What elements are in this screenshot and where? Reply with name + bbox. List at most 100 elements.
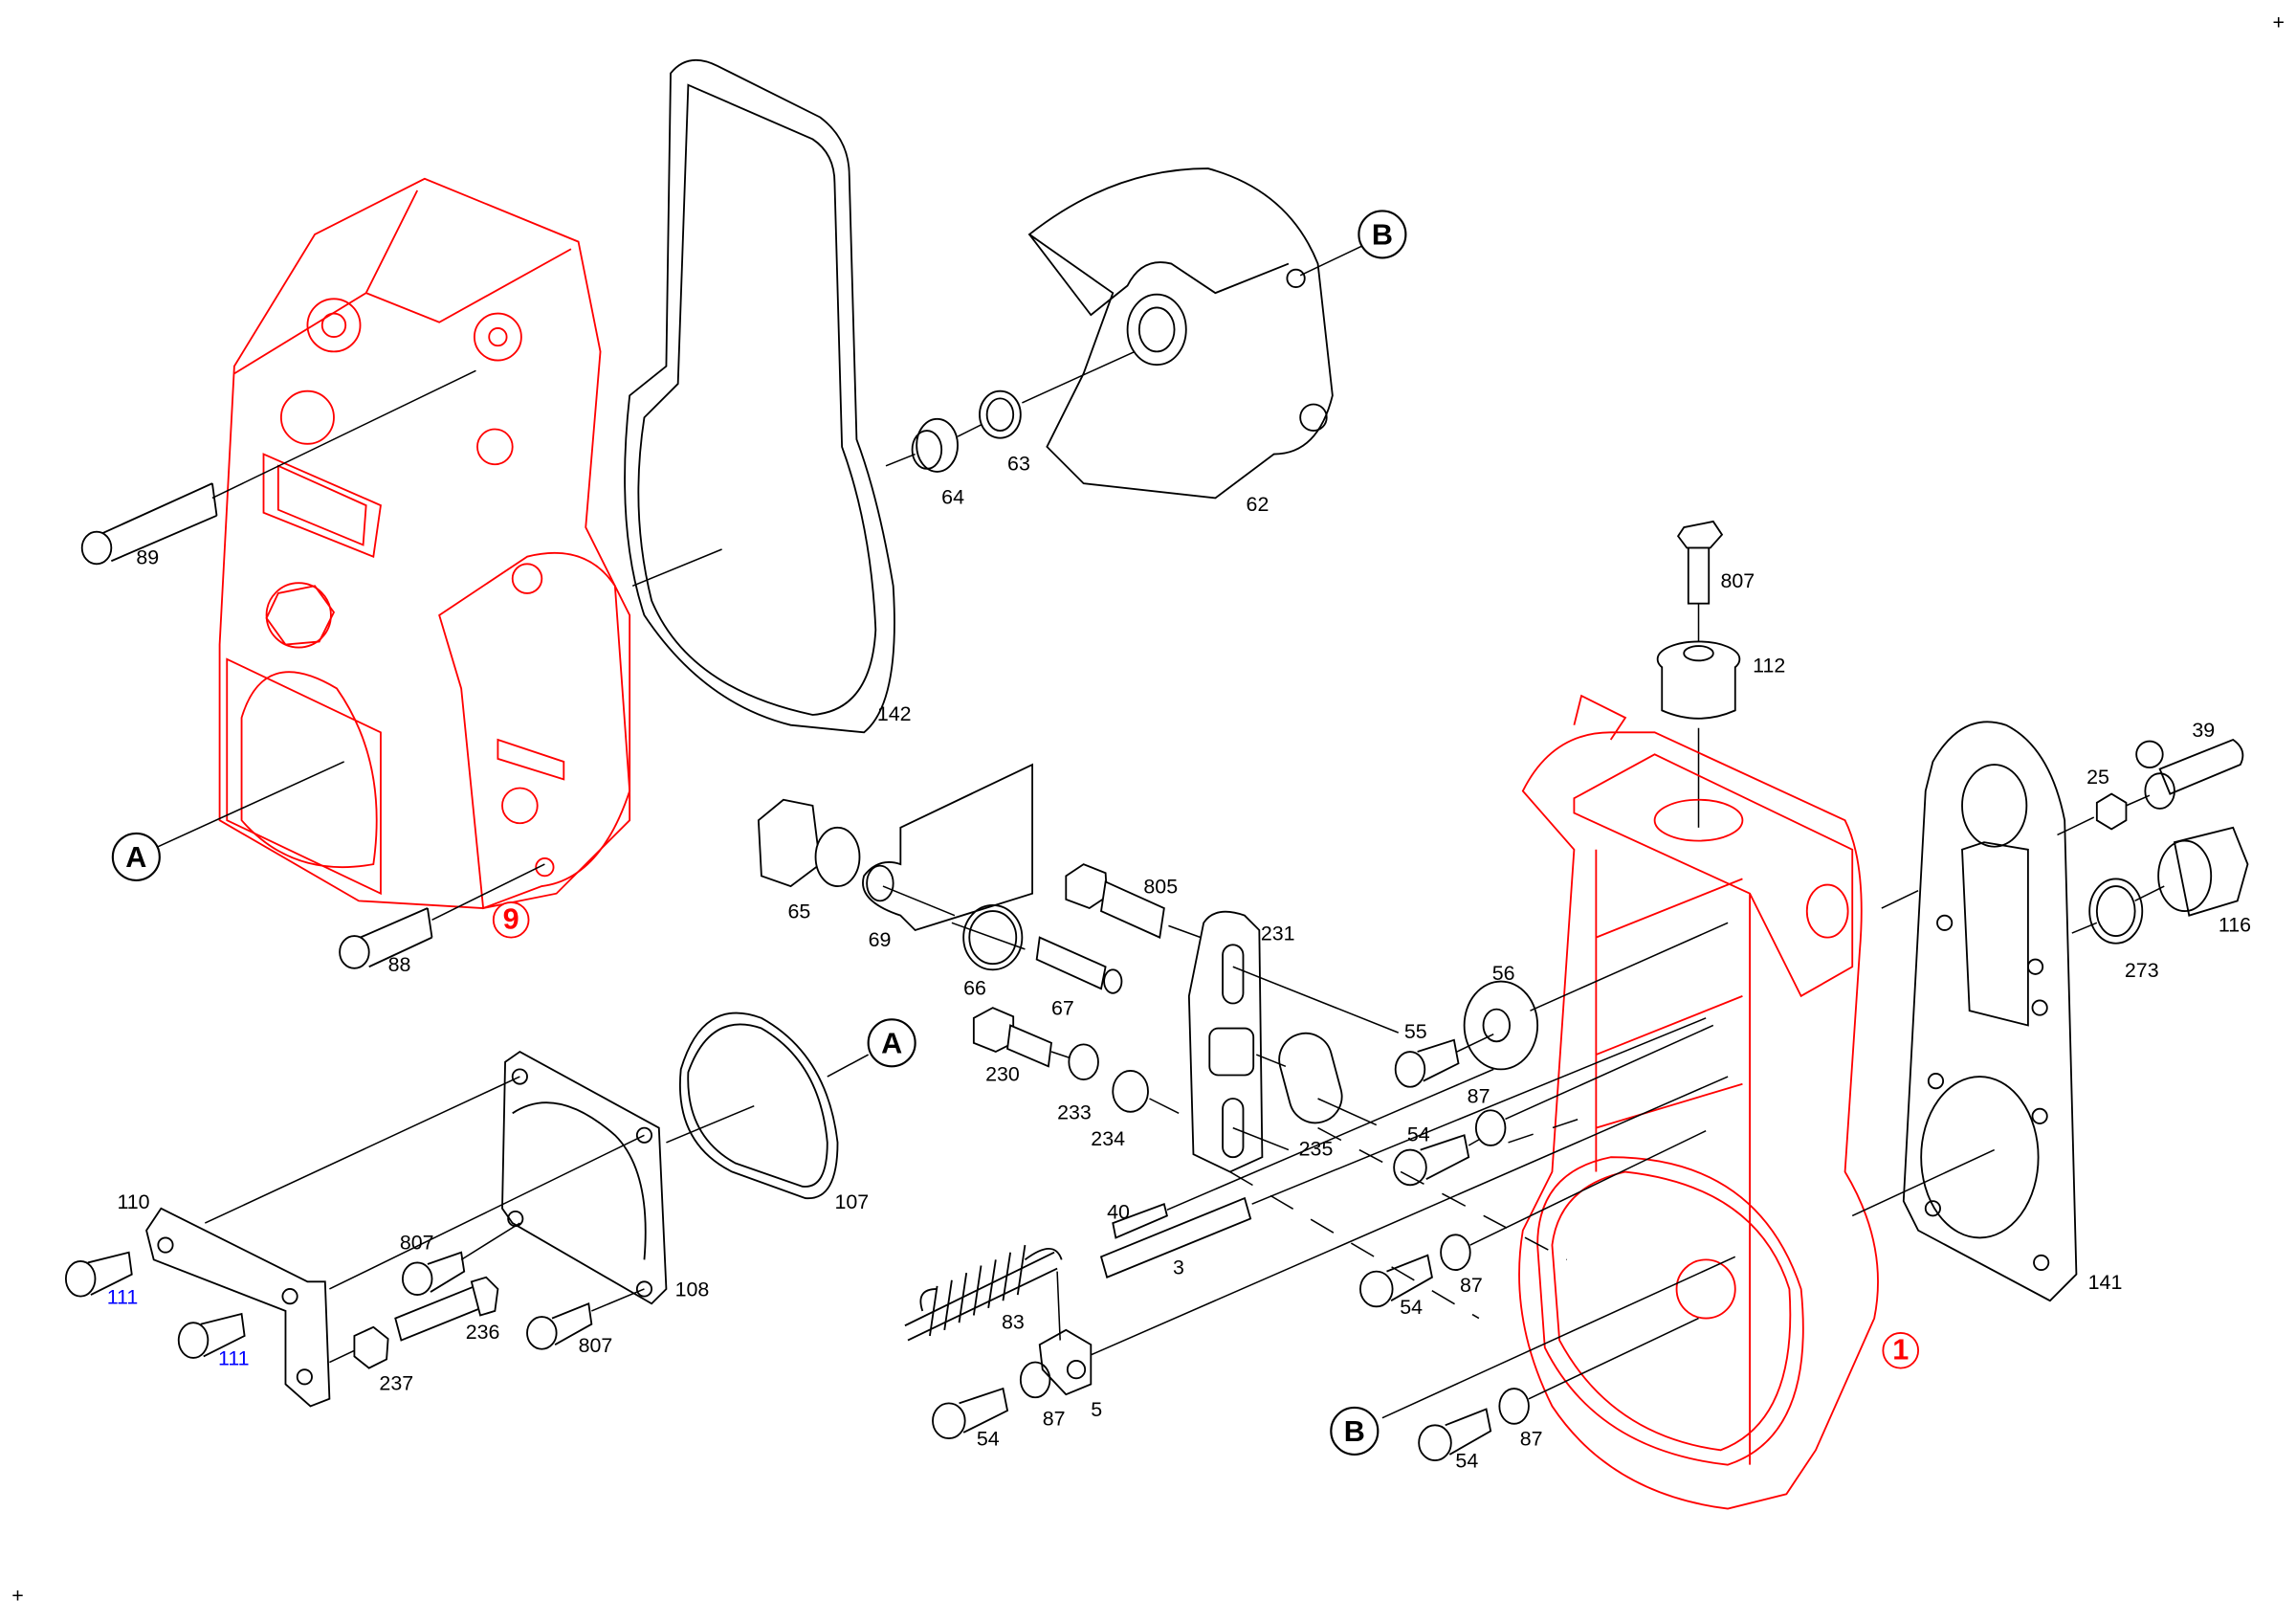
washer-87-a[interactable] (1474, 1109, 1507, 1146)
pump-housing-right[interactable] (1518, 694, 1879, 1510)
washer-87-d[interactable] (1498, 1388, 1530, 1425)
assembly-marker-9: 9 (492, 900, 530, 939)
screw-807-c[interactable] (526, 1301, 593, 1350)
corner-mark: + (11, 1585, 24, 1608)
callout-labels: 89 88 142 64 63 62 807 112 39 25 116 273… (107, 452, 2251, 1472)
banjo-39[interactable] (2135, 738, 2244, 810)
assembly-marker-1: 1 (1882, 1331, 1920, 1369)
gasket-141[interactable] (1902, 721, 2078, 1302)
svg-text:9: 9 (503, 902, 519, 935)
governor-housing-left[interactable] (218, 177, 631, 910)
stud-3[interactable] (1099, 1196, 1252, 1278)
callout: 116 (2219, 914, 2251, 937)
corner-mark: + (2273, 11, 2285, 34)
plug-65[interactable] (757, 798, 861, 888)
screw-111-a[interactable] (64, 1251, 133, 1298)
ring-66[interactable] (962, 904, 1024, 971)
callout: 107 (834, 1190, 869, 1213)
ring-63[interactable] (979, 389, 1022, 439)
callout: 89 (136, 545, 159, 568)
callout: 807 (400, 1232, 434, 1255)
washer-233[interactable] (1068, 1043, 1099, 1081)
callout-highlighted: 111 (218, 1347, 250, 1370)
screw-111-b[interactable] (177, 1312, 246, 1359)
callout: 235 (1299, 1138, 1334, 1161)
callout: 87 (1520, 1428, 1543, 1451)
pin-67[interactable] (1035, 936, 1123, 994)
ref-marker-a-right: A (867, 1018, 916, 1068)
screw-55[interactable] (1394, 1038, 1460, 1088)
seal-235[interactable] (1273, 1028, 1348, 1129)
ref-marker-a-left: A (111, 832, 161, 882)
screw-54-b[interactable] (932, 1387, 1009, 1440)
washer-56[interactable] (1463, 980, 1539, 1071)
callout: 273 (2125, 959, 2159, 982)
svg-text:A: A (125, 841, 146, 874)
callout: 55 (1404, 1020, 1427, 1043)
cover-108[interactable] (501, 1050, 668, 1305)
screw-807-b[interactable] (402, 1251, 466, 1297)
callout: 87 (1468, 1085, 1490, 1108)
callout: 3 (1173, 1256, 1184, 1279)
callout: 69 (869, 928, 892, 951)
callout: 62 (1247, 493, 1269, 516)
plate-69[interactable] (862, 763, 1033, 932)
bolt-89[interactable] (80, 369, 476, 566)
screw-54-d[interactable] (1418, 1408, 1492, 1461)
callout: 141 (2088, 1271, 2123, 1294)
svg-text:A: A (881, 1028, 902, 1060)
lever-bracket-62[interactable] (1027, 167, 1334, 500)
ref-marker-b-bottom: B (1330, 1406, 1380, 1456)
callout-highlighted: 111 (107, 1285, 139, 1308)
callout: 54 (1455, 1450, 1478, 1473)
bolt-805[interactable] (1065, 863, 1165, 939)
callout: 54 (1400, 1296, 1423, 1319)
seal-ring-273[interactable] (2088, 878, 2144, 945)
nut-25[interactable] (2095, 792, 2128, 831)
callout: 237 (379, 1372, 413, 1395)
pin-40[interactable] (1112, 1202, 1168, 1239)
callout: 110 (117, 1190, 149, 1213)
washer-87-b[interactable] (1019, 1361, 1051, 1399)
callout: 87 (1460, 1274, 1483, 1297)
screw-807-top[interactable] (1676, 520, 1724, 605)
callout: 54 (977, 1428, 1000, 1451)
plug-112[interactable] (1656, 640, 1741, 720)
svg-text:B: B (1344, 1415, 1365, 1448)
lever-231[interactable] (1187, 910, 1264, 1173)
ref-marker-b-top: B (1358, 210, 1407, 259)
screw-54-a[interactable] (1393, 1134, 1470, 1187)
callout: 39 (2192, 719, 2215, 742)
nut-64[interactable] (911, 417, 959, 473)
bolt-230[interactable] (972, 1007, 1052, 1068)
bracket-5[interactable] (1038, 1328, 1093, 1396)
callout: 5 (1091, 1398, 1102, 1421)
washer-87-c[interactable] (1440, 1234, 1471, 1271)
callout: 67 (1051, 997, 1074, 1020)
callout: 234 (1091, 1127, 1125, 1150)
callout: 65 (787, 900, 810, 923)
bracket-110[interactable] (145, 1207, 331, 1408)
gasket-142[interactable] (624, 58, 895, 734)
callout: 87 (1043, 1407, 1066, 1430)
callout: 807 (1720, 569, 1755, 592)
stud-236[interactable] (394, 1276, 499, 1342)
nut-237[interactable] (353, 1325, 389, 1369)
callout: 230 (985, 1063, 1020, 1086)
callout: 54 (1407, 1123, 1430, 1145)
svg-text:B: B (1372, 219, 1393, 252)
callout: 64 (941, 486, 964, 509)
screw-54-c[interactable] (1359, 1254, 1433, 1308)
union-nut-116[interactable] (2157, 826, 2249, 917)
washer-234[interactable] (1112, 1070, 1149, 1113)
svg-text:1: 1 (1892, 1333, 1909, 1366)
callout: 56 (1492, 962, 1515, 985)
callout: 63 (1007, 452, 1030, 475)
callout: 25 (2086, 766, 2109, 789)
bolt-88[interactable] (339, 863, 545, 969)
callout: 112 (1753, 655, 1785, 678)
spring-83[interactable] (904, 1244, 1063, 1342)
callout: 807 (579, 1334, 613, 1357)
gasket-107[interactable] (679, 1012, 839, 1200)
